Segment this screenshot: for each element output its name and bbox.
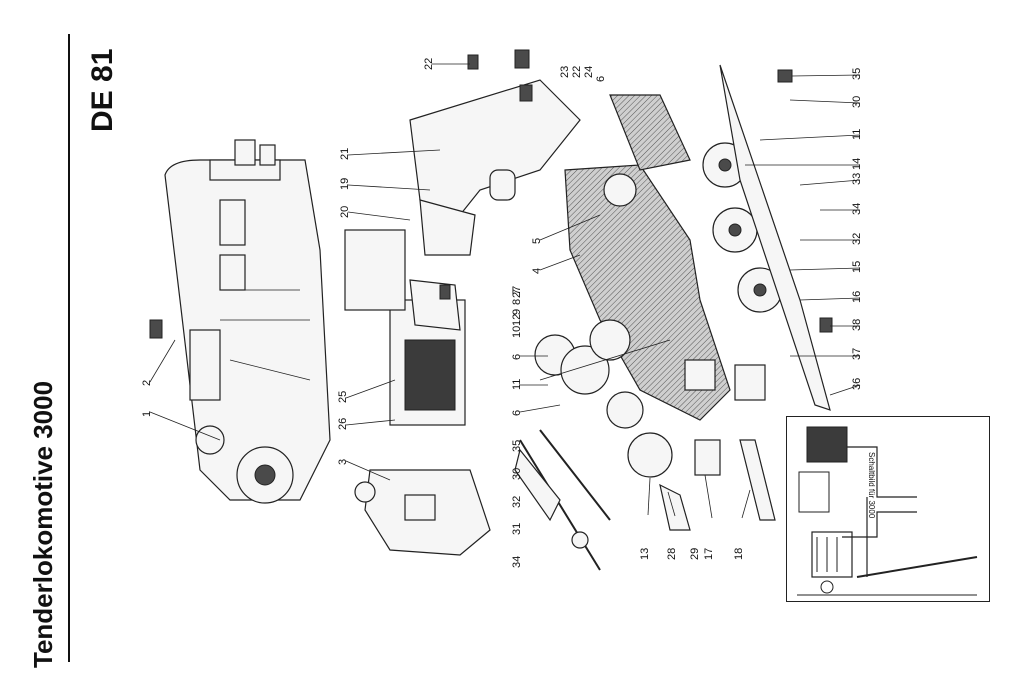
label-22a: 22 xyxy=(423,58,435,70)
label-30a: 30 xyxy=(851,96,863,108)
label-26: 26 xyxy=(337,418,349,430)
wiring-diagram-inset xyxy=(786,416,990,602)
label-37: 37 xyxy=(851,348,863,360)
label-17: 17 xyxy=(703,548,715,560)
screws xyxy=(149,54,833,339)
label-32b: 32 xyxy=(851,233,863,245)
label-4: 4 xyxy=(531,268,543,274)
title-rule xyxy=(68,34,70,662)
label-25: 25 xyxy=(337,391,349,403)
rear-frame xyxy=(409,49,581,256)
leader-lines xyxy=(149,63,861,519)
label-3: 3 xyxy=(337,459,349,465)
label-30b: 30 xyxy=(511,468,523,480)
label-32a: 32 xyxy=(511,496,523,508)
label-16: 16 xyxy=(851,291,863,303)
drive-wheels xyxy=(702,64,831,411)
label-34b: 34 xyxy=(511,556,523,568)
label-2: 2 xyxy=(141,380,153,386)
label-34a: 34 xyxy=(851,203,863,215)
label-14: 14 xyxy=(851,158,863,170)
label-13: 13 xyxy=(639,548,651,560)
label-12: 12 xyxy=(511,314,523,326)
label-10: 10 xyxy=(511,326,523,338)
label-11a: 11 xyxy=(511,379,523,390)
label-11b: 11 xyxy=(851,129,863,140)
label-35a: 35 xyxy=(851,68,863,80)
label-29: 29 xyxy=(689,548,701,560)
part-number-labels: 1 2 3 4 5 6 6 6 7 8 9 10 11 11 12 13 14 … xyxy=(141,58,863,568)
label-5: 5 xyxy=(531,238,543,244)
label-6a: 6 xyxy=(595,76,607,82)
wiring-diagram-caption: Schaltbild für 3000 xyxy=(867,452,876,519)
cylinder-block xyxy=(354,469,491,556)
label-33: 33 xyxy=(851,173,863,185)
label-28: 28 xyxy=(666,548,678,560)
wiring-diagram xyxy=(797,426,978,596)
label-1: 1 xyxy=(141,411,153,417)
label-31: 31 xyxy=(511,523,523,535)
label-35b: 35 xyxy=(511,440,523,452)
label-9: 9 xyxy=(511,309,523,315)
label-8: 8 xyxy=(511,299,523,305)
pickup-and-lamp xyxy=(659,359,776,531)
label-20: 20 xyxy=(339,206,351,218)
motor-frame xyxy=(344,229,466,426)
label-36: 36 xyxy=(851,378,863,390)
label-7: 7 xyxy=(511,289,523,295)
label-18: 18 xyxy=(733,548,745,560)
label-21: 21 xyxy=(339,148,351,160)
label-27: 27 xyxy=(511,286,523,298)
label-23: 23 xyxy=(559,66,571,78)
locomotive-body xyxy=(164,139,331,504)
side-rods xyxy=(514,429,611,571)
label-6b: 6 xyxy=(511,354,523,360)
chassis xyxy=(564,94,731,421)
label-24: 24 xyxy=(583,66,595,78)
label-19: 19 xyxy=(339,178,351,190)
label-38: 38 xyxy=(851,319,863,331)
label-22b: 22 xyxy=(571,66,583,78)
gear-train xyxy=(534,173,673,478)
label-6c: 6 xyxy=(511,410,523,416)
label-15: 15 xyxy=(851,261,863,273)
